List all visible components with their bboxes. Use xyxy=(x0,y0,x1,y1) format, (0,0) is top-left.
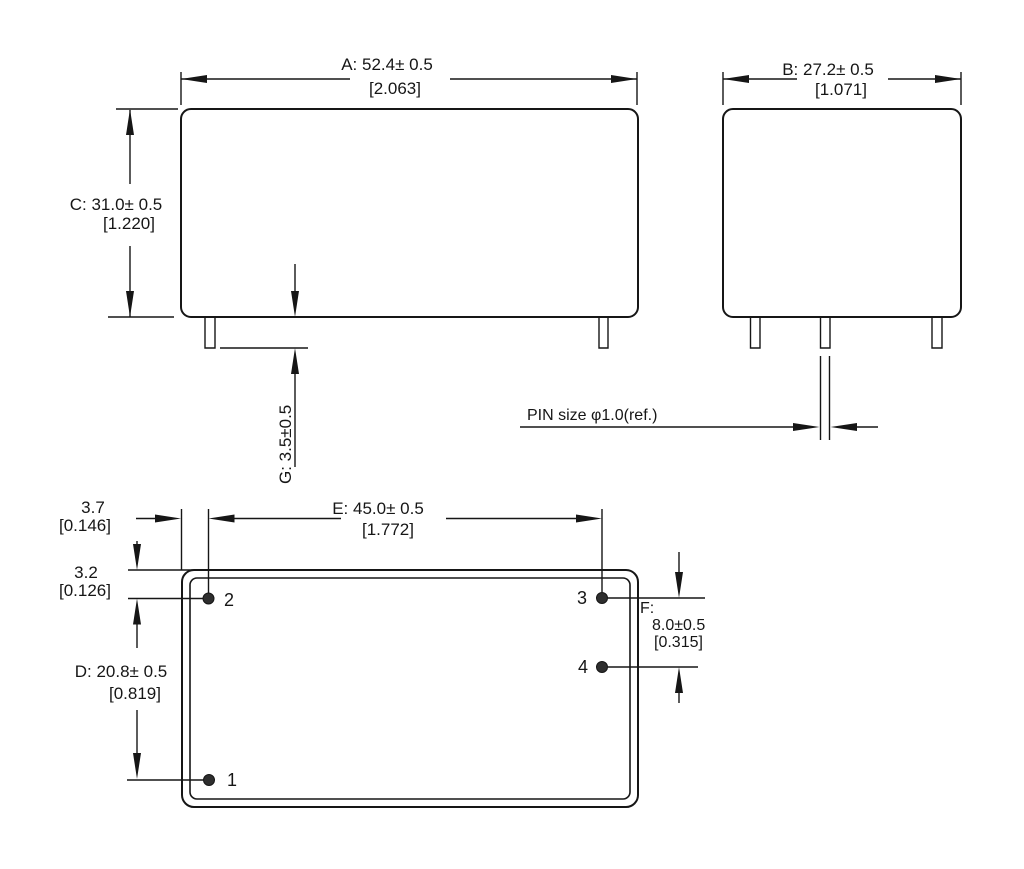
dim-g: G: 3.5±0.5 xyxy=(220,264,308,484)
pin-4-dot xyxy=(596,661,608,673)
dim-inset-inches: [0.126] xyxy=(59,581,111,600)
dim-g-arrow-up xyxy=(291,348,299,374)
front-view-body xyxy=(180,108,639,318)
bottom-view-inner-outline xyxy=(189,577,631,800)
dim-a-arrow-right xyxy=(611,75,637,83)
dim-f: F: 8.0±0.5 [0.315] xyxy=(608,552,705,703)
dim-e-value: E: 45.0± 0.5 xyxy=(332,499,424,518)
dim-stickout-arrow xyxy=(155,514,181,523)
dim-g-value: G: 3.5±0.5 xyxy=(276,405,295,484)
pin-1-label: 1 xyxy=(227,770,237,790)
dim-c-arrow-up xyxy=(126,109,134,135)
dim-f-label: F: xyxy=(640,600,654,617)
front-view-left-pin xyxy=(204,317,216,349)
pin-3-dot xyxy=(596,592,608,604)
dim-c: C: 31.0± 0.5 [1.220] xyxy=(70,108,178,318)
pin-1-dot xyxy=(203,774,215,786)
pin-size-note: PIN size φ1.0(ref.) xyxy=(527,407,657,424)
dim-e-and-stickout: 3.7 [0.146] E: 45.0± 0.5 [1.772] xyxy=(59,498,603,593)
dim-g-arrow-down xyxy=(291,291,299,317)
dim-f-arrow-down xyxy=(675,572,683,598)
dim-c-arrow-down xyxy=(126,291,134,317)
dim-stickout-value: 3.7 xyxy=(81,498,105,517)
dim-b-arrow-right xyxy=(935,75,961,83)
dim-b: B: 27.2± 0.5 [1.071] xyxy=(722,60,962,105)
dim-a: A: 52.4± 0.5 [2.063] xyxy=(180,55,638,105)
bottom-view-outer-outline xyxy=(181,569,639,808)
dim-d-arrow-down xyxy=(133,753,141,779)
dim-e-inches: [1.772] xyxy=(362,520,414,539)
dim-stickout-inches: [0.146] xyxy=(59,516,111,535)
dim-b-value: B: 27.2± 0.5 xyxy=(782,60,874,79)
pin-2-label: 2 xyxy=(224,590,234,610)
bottom-view xyxy=(181,569,639,808)
dim-d: D: 20.8± 0.5 [0.819] xyxy=(75,662,203,781)
dim-pin-size: PIN size φ1.0(ref.) xyxy=(520,356,878,440)
side-view xyxy=(722,108,962,349)
front-view-right-pin xyxy=(598,317,609,349)
side-view-body xyxy=(722,108,962,318)
pin-size-arrow-right xyxy=(830,423,857,431)
dim-a-value: A: 52.4± 0.5 xyxy=(341,55,433,74)
dim-a-extension-lines xyxy=(180,72,638,105)
dim-e-arrow-left xyxy=(208,514,235,523)
pin-size-arrow-left xyxy=(793,423,820,431)
dim-d-inches: [0.819] xyxy=(109,684,161,703)
pin-2-dot xyxy=(202,592,215,605)
dim-inset-value: 3.2 xyxy=(74,563,98,582)
pin-size-extension-lines xyxy=(819,356,831,440)
dim-b-arrow-left xyxy=(723,75,749,83)
front-view xyxy=(180,108,639,349)
dim-b-extension-lines xyxy=(722,72,962,105)
dim-f-reference-lines xyxy=(608,597,705,668)
dim-f-value: 8.0±0.5 xyxy=(652,617,705,634)
side-view-left-pin xyxy=(749,317,761,349)
dim-inset-arrow-up xyxy=(133,598,141,625)
side-view-center-pin xyxy=(819,317,831,349)
pin-3-label: 3 xyxy=(577,588,587,608)
dim-e-extension-lines xyxy=(180,509,603,593)
pin-4-label: 4 xyxy=(578,657,588,677)
dim-inset-reference-lines xyxy=(128,569,203,600)
dim-a-arrow-left xyxy=(181,75,207,83)
dim-d-value: D: 20.8± 0.5 xyxy=(75,662,168,681)
dim-c-value: C: 31.0± 0.5 xyxy=(70,195,163,214)
dim-e-arrow-right xyxy=(576,514,602,523)
dim-c-inches: [1.220] xyxy=(103,214,155,233)
dim-c-extension-lines xyxy=(108,108,178,318)
dim-b-inches: [1.071] xyxy=(815,80,867,99)
dim-inset: 3.2 [0.126] xyxy=(59,541,203,648)
dim-inset-arrow-down xyxy=(133,544,141,570)
dim-f-inches: [0.315] xyxy=(654,634,703,651)
side-view-right-pin xyxy=(931,317,943,349)
dim-a-inches: [2.063] xyxy=(369,79,421,98)
bottom-view-pins: 2 3 4 1 xyxy=(202,588,608,790)
dim-f-arrow-up xyxy=(675,667,683,693)
